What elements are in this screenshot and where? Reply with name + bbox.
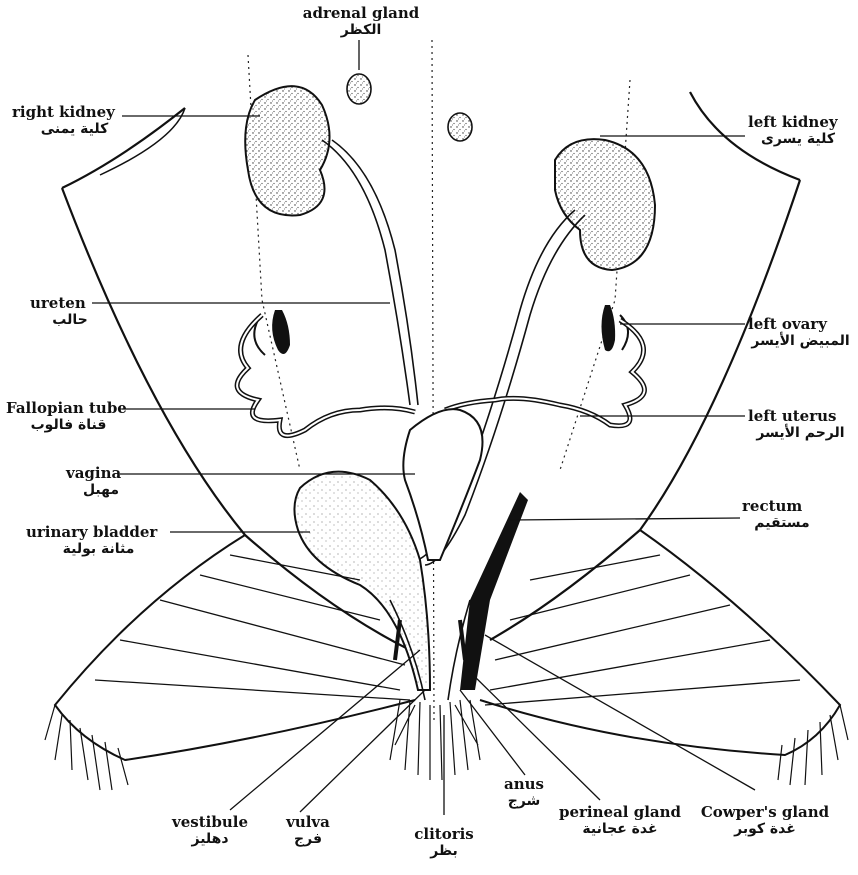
fallopian-tube-label: Fallopian tube قناة فالوب <box>6 400 131 434</box>
adrenal-gland-en: adrenal gland <box>296 5 426 22</box>
fallopian-tube-en: Fallopian tube <box>6 400 131 417</box>
vagina-label: vagina مهبل <box>66 465 136 499</box>
anus-label: anus شرج <box>494 776 554 810</box>
vestibule-label: vestibule دهليز <box>160 814 260 848</box>
left-kidney-en: left kidney <box>748 114 848 131</box>
urinary-bladder-en: urinary bladder <box>26 524 171 541</box>
right-kidney-label: right kidney كلية يمنى <box>12 104 137 138</box>
rectum-en: rectum <box>742 498 822 515</box>
clitoris-en: clitoris <box>404 826 484 843</box>
left-ovary-en: left ovary <box>748 316 853 333</box>
vulva-label: vulva فرج <box>278 814 338 848</box>
clitoris-label: clitoris بظر <box>404 826 484 860</box>
adrenal-gland-right <box>448 113 472 141</box>
cowpers-gland-ar: غدة كوبر <box>700 821 830 838</box>
urinary-bladder <box>294 472 430 690</box>
fallopian-tube-ar: قناة فالوب <box>6 417 131 434</box>
vestibule-ar: دهليز <box>160 831 260 848</box>
adrenal-gland-left <box>347 74 371 104</box>
ureter-label: ureten حالب <box>30 295 110 329</box>
vulva-en: vulva <box>278 814 338 831</box>
vestibule-en: vestibule <box>160 814 260 831</box>
clitoris-ar: بظر <box>404 843 484 860</box>
ureter-ar: حالب <box>30 312 110 329</box>
vagina-en: vagina <box>66 465 136 482</box>
left-uterus-ar: الرحم الأيسر <box>748 425 853 442</box>
right-flap <box>480 530 840 755</box>
perineal-gland-ar: غدة عجانية <box>555 821 685 838</box>
rectum-ar: مستقيم <box>742 515 822 532</box>
adrenal-gland-label: adrenal gland الكظر <box>296 5 426 39</box>
cowpers-gland-en: Cowper's gland <box>700 804 830 821</box>
left-kidney <box>555 139 655 270</box>
vagina-ar: مهبل <box>66 482 136 499</box>
urinary-bladder-label: urinary bladder مثانة بولية <box>26 524 171 558</box>
urinary-bladder-ar: مثانة بولية <box>26 541 171 558</box>
adrenal-gland-ar: الكظر <box>296 22 426 39</box>
left-kidney-ar: كلية يسرى <box>748 131 848 148</box>
cowpers-gland-label: Cowper's gland غدة كوبر <box>700 804 830 838</box>
vagina-body <box>403 409 482 560</box>
rectum <box>460 492 528 690</box>
right-kidney <box>245 86 329 215</box>
left-uterus-en: left uterus <box>748 408 853 425</box>
ovaries <box>254 305 628 355</box>
anus-en: anus <box>494 776 554 793</box>
rectum-label: rectum مستقيم <box>742 498 822 532</box>
vulva-ar: فرج <box>278 831 338 848</box>
right-kidney-ar: كلية يمنى <box>12 121 137 138</box>
left-ovary-ar: المبيض الأيسر <box>748 333 853 350</box>
perineal-gland-label: perineal gland غدة عجانية <box>555 804 685 838</box>
left-uterus-label: left uterus الرحم الأيسر <box>748 408 853 442</box>
perineal-gland-en: perineal gland <box>555 804 685 821</box>
fur-tufts <box>45 700 848 790</box>
left-ovary-label: left ovary المبيض الأيسر <box>748 316 853 350</box>
ureter-en: ureten <box>30 295 110 312</box>
anus-ar: شرج <box>494 793 554 810</box>
right-kidney-en: right kidney <box>12 104 137 121</box>
left-kidney-label: left kidney كلية يسرى <box>748 114 848 148</box>
